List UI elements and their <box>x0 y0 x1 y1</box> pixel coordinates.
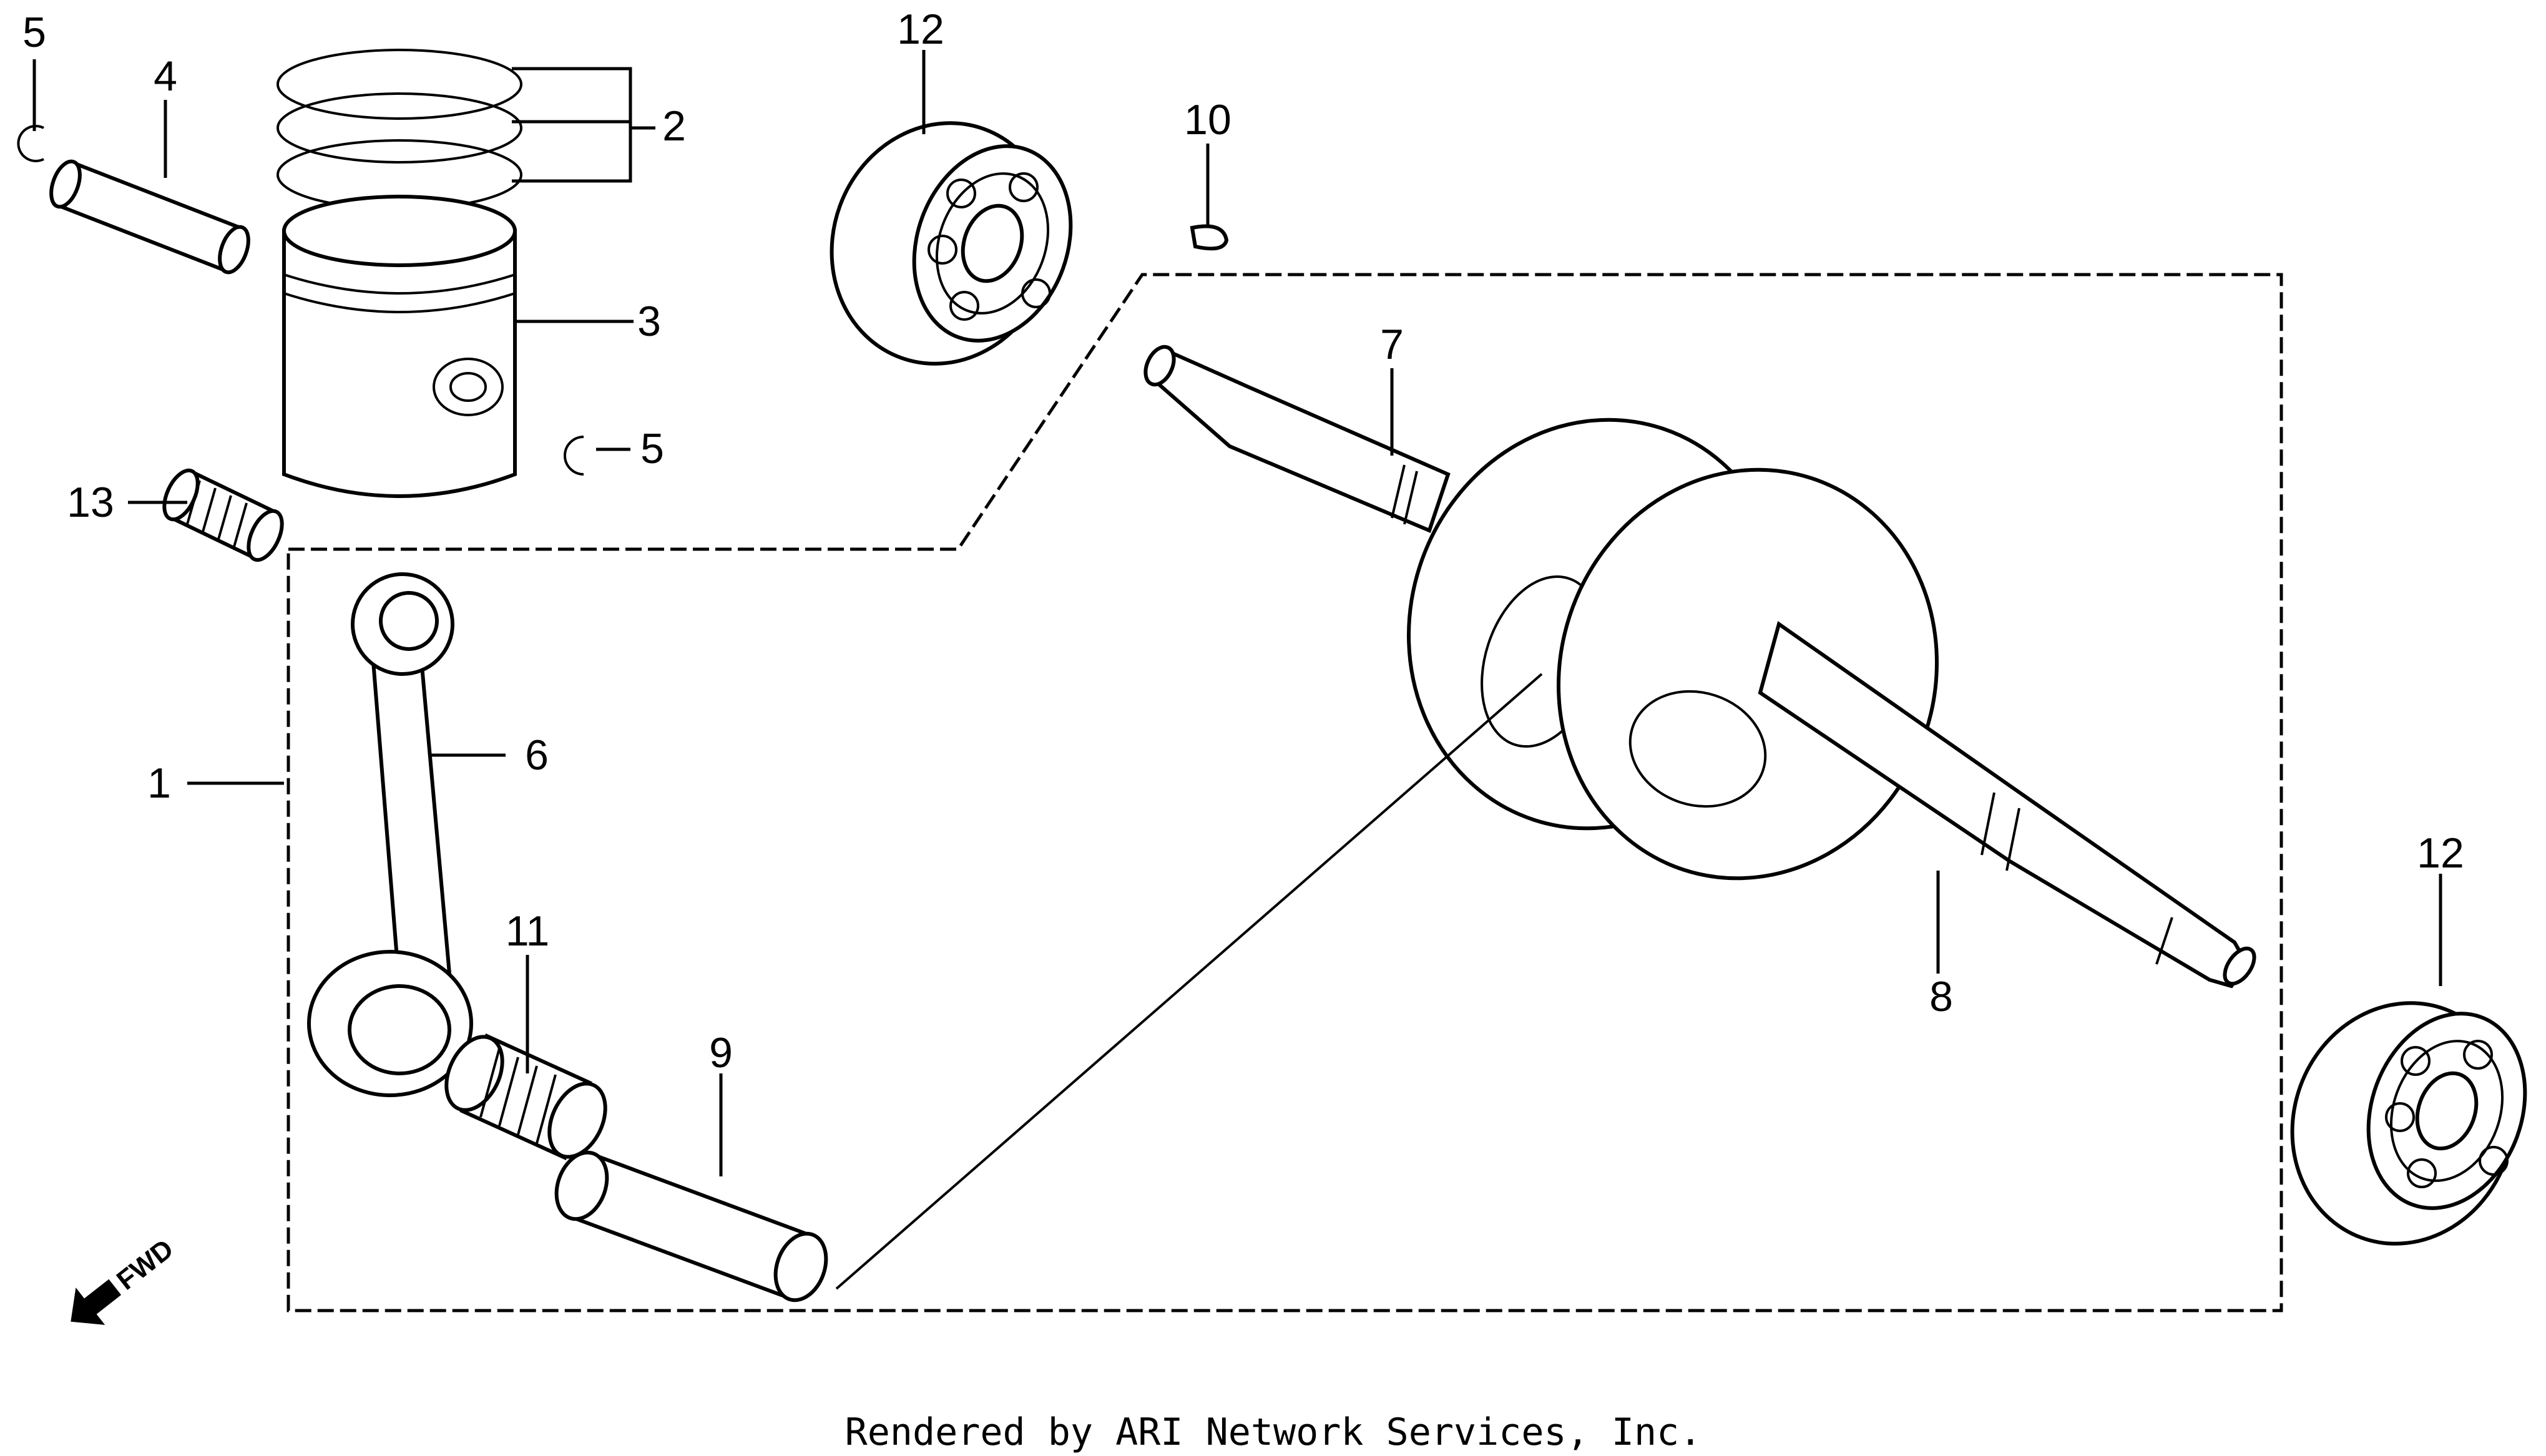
callout-7: 7 <box>1380 321 1404 368</box>
callout-3: 3 <box>637 298 661 345</box>
callout-1: 1 <box>147 760 171 807</box>
callout-4: 4 <box>154 52 177 100</box>
piston-rings <box>277 49 522 210</box>
crank-pin <box>554 1150 828 1302</box>
assembly-frame <box>286 273 2283 1312</box>
callout-10: 10 <box>1184 96 1231 144</box>
callout-5-right: 5 <box>640 425 664 472</box>
footer-credit: Rendered by ARI Network Services, Inc. <box>845 1410 1702 1454</box>
callout-9: 9 <box>709 1029 733 1077</box>
forward-label: FWD <box>111 1233 179 1296</box>
forward-direction-indicator: FWD <box>71 1233 179 1326</box>
connecting-rod <box>307 572 473 1097</box>
ball-bearing-right <box>2290 1001 2527 1246</box>
callout-6: 6 <box>525 731 549 779</box>
callout-12-right: 12 <box>2417 829 2464 877</box>
ball-bearing-top <box>830 121 1073 366</box>
piston-pin-clip-right <box>564 436 584 476</box>
callout-11: 11 <box>506 907 550 955</box>
callout-8: 8 <box>1929 973 1953 1020</box>
callout-2: 2 <box>662 102 686 150</box>
needle-bearing-big-end <box>444 1033 607 1161</box>
piston-pin <box>49 159 250 275</box>
piston <box>282 195 517 498</box>
callout-12-top: 12 <box>897 6 944 53</box>
crank-pin-location-line <box>835 673 1543 1290</box>
piston-pin-clip-top <box>17 125 44 162</box>
forward-arrow-icon <box>71 1279 122 1326</box>
woodruff-key <box>1190 224 1229 251</box>
callout-13: 13 <box>67 479 114 526</box>
callout-5-top: 5 <box>22 9 46 56</box>
needle-bearing-small-end <box>162 468 284 562</box>
leader-lines <box>32 50 2442 1176</box>
crankshaft <box>1143 344 2256 989</box>
